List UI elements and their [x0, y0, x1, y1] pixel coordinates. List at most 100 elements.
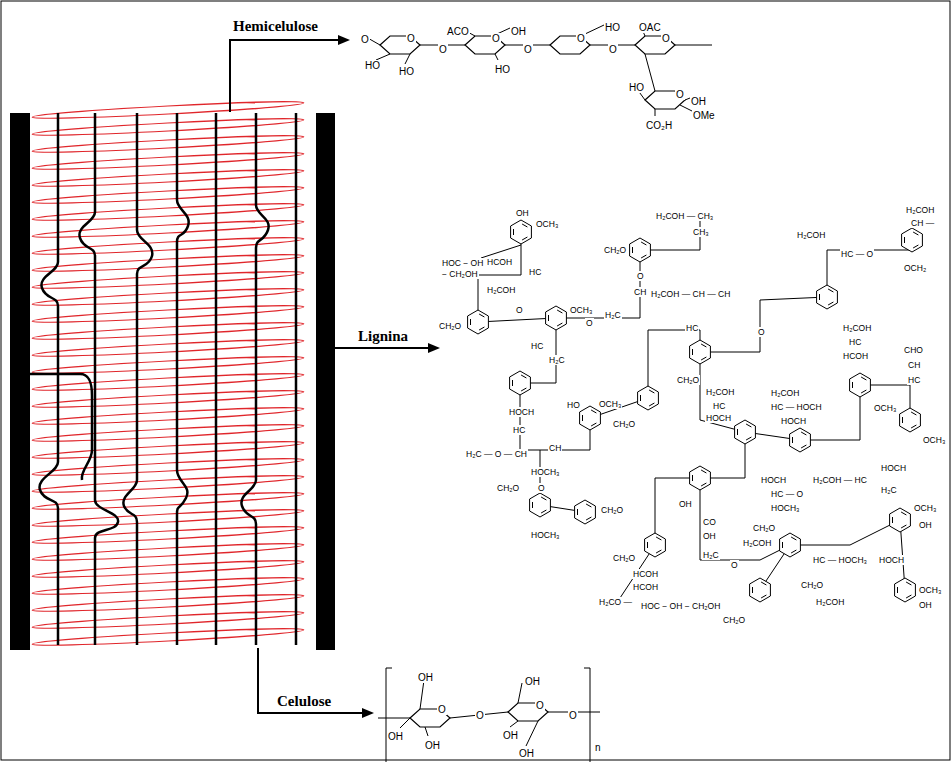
- helix-turn: [32, 252, 304, 274]
- atom-label-box: OH: [502, 726, 519, 742]
- atom-label: HC — O: [770, 489, 804, 499]
- double-bond: [541, 510, 546, 513]
- double-bond: [701, 357, 706, 360]
- atom-label-box: HOCH₃: [530, 525, 561, 541]
- component-label-box: Lignina: [357, 328, 409, 344]
- pointer-line: [335, 347, 430, 349]
- aromatic-ring: [530, 493, 551, 517]
- atom-label: HC: [685, 323, 699, 333]
- double-bond: [701, 344, 706, 347]
- atom-label-box: OCH₃: [535, 214, 559, 230]
- atom-label-box: HO: [566, 395, 581, 411]
- double-bond: [791, 550, 796, 553]
- atom-label: OH: [502, 730, 519, 741]
- atom-label: OH: [515, 208, 530, 218]
- atom-label: OCH₃: [922, 435, 946, 445]
- aromatic-ring: [546, 306, 567, 330]
- atom-label: CH₂O: [496, 483, 520, 493]
- fiber-wall: [316, 113, 335, 650]
- atom-label-box: O: [437, 700, 447, 716]
- atom-label: OCH₃: [569, 305, 593, 315]
- atom-label-box: CH₂O: [496, 478, 520, 494]
- double-bond: [548, 315, 549, 321]
- double-bond: [828, 302, 833, 305]
- atom-label-box: O: [585, 313, 594, 329]
- helix-turn: [32, 167, 304, 189]
- atom-label-box: H₂C: [604, 305, 622, 321]
- atom-label-box: H₂COH: [742, 533, 772, 549]
- double-bond: [632, 247, 633, 253]
- atom-label-box: O: [406, 29, 416, 45]
- atom-label-box: H₂COH — CH₃: [655, 206, 714, 222]
- atom-label-box: HOCH: [780, 411, 807, 427]
- atom-label-box: OH: [678, 494, 693, 510]
- aromatic-ring: [580, 406, 601, 430]
- atom-label: CH —: [910, 218, 935, 228]
- fibril-line: [30, 374, 92, 480]
- double-bond: [906, 595, 911, 598]
- aromatic-ring: [510, 371, 531, 395]
- atom-label-box: HOCH₃: [770, 498, 801, 514]
- double-bond: [752, 587, 753, 593]
- arrowhead: [428, 343, 440, 353]
- atom-label: H₂C: [880, 485, 898, 495]
- atom-label: HOCH: [705, 413, 732, 423]
- double-bond: [541, 497, 546, 500]
- helix-turn: [32, 320, 304, 342]
- atom-label: HOCH: [780, 416, 807, 426]
- atom-label-box: H₂COH — CH — CH: [650, 284, 731, 300]
- helix-turn: [32, 303, 304, 325]
- atom-label-box: H₂COH: [486, 280, 516, 296]
- atom-label: H₂COH: [742, 538, 772, 548]
- bond-line: [420, 680, 424, 709]
- atom-label-box: O: [523, 40, 533, 56]
- double-bond: [791, 537, 796, 540]
- atom-label: CO₂H: [645, 120, 673, 131]
- atom-label: H₂COH: [796, 230, 826, 240]
- double-bond: [746, 437, 751, 440]
- bond-line: [386, 668, 392, 762]
- atom-label: O: [406, 33, 416, 44]
- atom-label: CH₂O: [676, 375, 700, 385]
- double-bond: [911, 425, 916, 428]
- atom-label: OH: [524, 676, 541, 687]
- atom-label: H₂COH: [486, 285, 516, 295]
- bond-line: [510, 721, 518, 727]
- double-bond: [557, 310, 562, 313]
- atom-label: OCH₂: [903, 263, 927, 273]
- atom-label: OH: [702, 531, 717, 541]
- atom-label: HCOH: [632, 569, 659, 579]
- atom-label: HC — O: [840, 249, 874, 259]
- bond-line: [655, 478, 700, 545]
- double-bond: [656, 537, 661, 540]
- double-bond: [656, 550, 661, 553]
- double-bond: [901, 525, 906, 528]
- atom-label: HO: [364, 60, 381, 71]
- atom-label-box: HC — O: [840, 244, 874, 260]
- double-bond: [479, 314, 484, 317]
- bond-line: [556, 250, 640, 318]
- atom-label: OH: [918, 600, 933, 610]
- atom-label-box: HC — O: [770, 484, 804, 500]
- atom-label-box: O: [515, 300, 524, 316]
- atom-label: O: [523, 44, 533, 55]
- double-bond: [897, 587, 898, 593]
- atom-label-box: HO: [604, 18, 621, 34]
- atom-label-box: CH₂O: [612, 548, 636, 564]
- atom-label: HO: [604, 22, 621, 33]
- atom-label-box: OCH₃: [922, 430, 946, 446]
- atom-label-box: HOCH: [508, 402, 535, 418]
- atom-label-box: CH₂O: [752, 518, 776, 534]
- atom-label-box: HCOH: [632, 564, 659, 580]
- bond-line: [645, 54, 655, 91]
- double-bond: [586, 504, 591, 507]
- bond-line: [675, 45, 712, 46]
- atom-label-box: HC: [512, 420, 526, 436]
- double-bond: [649, 390, 654, 393]
- bond-line: [585, 25, 604, 34]
- aromatic-ring: [817, 285, 838, 309]
- atom-label-box: O: [360, 30, 370, 46]
- double-bond: [640, 395, 641, 401]
